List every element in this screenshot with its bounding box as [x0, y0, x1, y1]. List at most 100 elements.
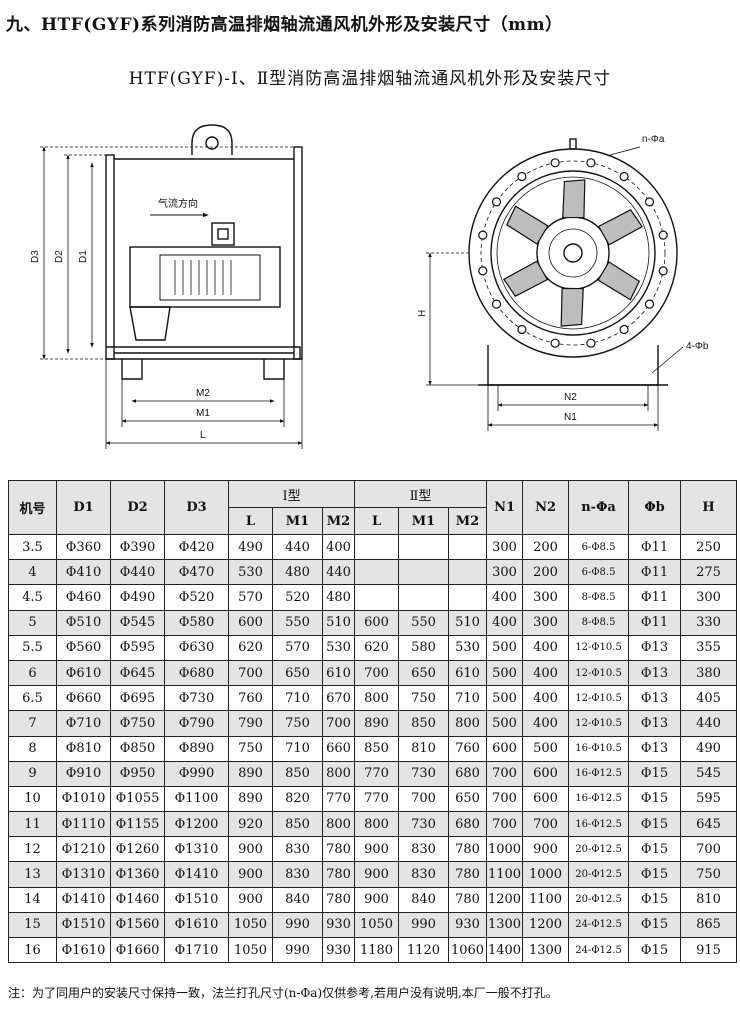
table-cell: 16-Φ12.5 [568, 785, 630, 813]
table-cell: 12-Φ10.5 [568, 659, 630, 687]
table-cell: 770 [354, 760, 400, 787]
table-cell: 1050 [228, 911, 273, 939]
footnote: 注：为了同用户的安装尺寸保持一致，法兰打孔尺寸(n-Φa)仅供参考,若用户没有说… [8, 986, 558, 1000]
table-cell: 930 [321, 936, 356, 964]
table-cell: 500 [486, 685, 524, 712]
table-cell: 670 [321, 685, 356, 712]
table-cell: 730 [398, 760, 450, 787]
table-cell: 400 [522, 659, 570, 687]
table-cell: 610 [321, 659, 356, 687]
table-cell: 24-Φ12.5 [568, 911, 630, 939]
bolt-hole [491, 299, 502, 309]
table-cell: 890 [228, 785, 273, 813]
table-cell: 300 [486, 559, 524, 586]
bolt-hole [586, 338, 596, 348]
table-cell: 915 [680, 936, 738, 964]
table-cell [354, 584, 400, 611]
table-cell: 595 [680, 785, 738, 813]
table-cell: 830 [398, 836, 450, 863]
table-cell: 600 [228, 609, 273, 636]
table-cell: 850 [354, 735, 400, 762]
table-cell: 500 [486, 634, 524, 661]
table-cell: 700 [680, 836, 738, 863]
table-cell: 850 [272, 811, 323, 838]
table-cell: Φ910 [56, 760, 111, 787]
label-n-phi-a: n-Φa [642, 134, 665, 145]
impeller-blade [562, 179, 586, 219]
side-view [105, 124, 303, 380]
bolt-hole [619, 171, 629, 182]
table-cell: 330 [680, 609, 738, 636]
table-cell: 800 [448, 710, 488, 737]
table-cell: 3.5 [8, 533, 57, 561]
table-cell: 800 [321, 760, 356, 787]
table-cell: Φ850 [110, 735, 165, 762]
table-cell: 24-Φ12.5 [568, 936, 630, 964]
header-type2-m2: M2 [448, 507, 488, 535]
table-cell: 1050 [354, 911, 400, 939]
table-cell: 700 [522, 811, 570, 838]
table-cell: 7 [8, 710, 57, 737]
table-cell: 16-Φ10.5 [568, 735, 630, 762]
table-cell: 750 [228, 735, 273, 762]
table-cell: 500 [486, 659, 524, 687]
table-cell: 1100 [486, 861, 524, 888]
front-view [468, 138, 678, 386]
spec-table: 机号 D1 D2 D3 Ⅰ型 Ⅱ型 N1 N2 n-Φa Φb H L M1 M… [8, 480, 738, 964]
table-cell: 600 [354, 609, 400, 636]
table-cell: 840 [272, 886, 323, 913]
header-d1: D1 [56, 480, 111, 535]
table-cell: 1200 [522, 911, 570, 939]
table-cell: Φ680 [164, 659, 229, 687]
table-cell: 930 [448, 911, 488, 939]
table-cell: 700 [228, 659, 273, 687]
table-cell: 710 [272, 685, 323, 712]
table-cell: Φ13 [628, 634, 682, 661]
bolt-hole [619, 324, 629, 335]
table-cell: 1300 [522, 936, 570, 964]
table-cell: 800 [321, 811, 356, 838]
table-cell: 200 [522, 533, 570, 561]
table-cell: 780 [448, 836, 488, 863]
table-cell: 900 [522, 836, 570, 863]
table-cell: Φ15 [628, 936, 682, 964]
header-d2: D2 [110, 480, 165, 535]
table-cell: Φ545 [110, 609, 165, 636]
table-cell: 800 [354, 685, 400, 712]
impeller-blade [502, 260, 549, 297]
table-cell: 840 [398, 886, 450, 913]
table-cell: 890 [228, 760, 273, 787]
table-cell: Φ1610 [56, 936, 111, 964]
header-type1-m1: M1 [272, 507, 323, 535]
table-cell: Φ1110 [56, 811, 111, 838]
table-cell: 810 [680, 886, 738, 913]
impeller-blade [597, 209, 644, 246]
airflow-label: 气流方向 [158, 197, 198, 210]
table-cell: 16-Φ12.5 [568, 811, 630, 838]
table-cell: Φ13 [628, 685, 682, 712]
table-cell: 5 [8, 609, 57, 636]
table-cell: 780 [321, 861, 356, 888]
table-cell: Φ13 [628, 659, 682, 687]
table-cell: 1200 [486, 886, 524, 913]
dim-d1: D1 [78, 250, 89, 263]
table-cell: Φ1260 [110, 836, 165, 863]
table-cell: 440 [272, 533, 323, 561]
table-cell: Φ1460 [110, 886, 165, 913]
table-cell: 610 [448, 659, 488, 687]
table-cell: Φ1410 [56, 886, 111, 913]
table-cell: 1400 [486, 936, 524, 964]
table-cell: 830 [272, 861, 323, 888]
table-cell: 660 [321, 735, 356, 762]
table-cell: 850 [272, 760, 323, 787]
dim-m1: M1 [196, 408, 210, 419]
header-n-phi-a: n-Φa [568, 480, 630, 535]
table-cell: Φ950 [110, 760, 165, 787]
header-n1: N1 [486, 480, 524, 535]
table-cell: Φ11 [628, 533, 682, 561]
